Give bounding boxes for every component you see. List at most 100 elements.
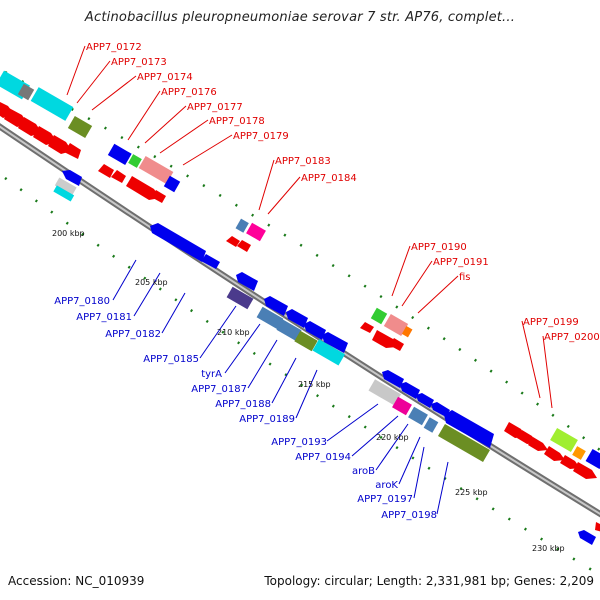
gene-arrow[interactable] (264, 296, 288, 316)
gene-block[interactable] (276, 319, 302, 341)
gene-label[interactable]: APP7_0178 (209, 116, 265, 127)
gene-label[interactable]: APP7_0182 (105, 329, 161, 340)
gene-label[interactable]: APP7_0191 (433, 257, 489, 268)
gene-arrow[interactable] (18, 117, 42, 136)
gene-label[interactable]: APP7_0181 (76, 312, 132, 323)
gene-arrow[interactable] (544, 446, 565, 461)
gene-block[interactable] (246, 222, 266, 242)
gene-block[interactable] (392, 396, 412, 416)
gene-label[interactable]: aroK (375, 480, 398, 491)
gene-arrow[interactable] (62, 170, 82, 186)
gene-label[interactable]: aroB (352, 466, 375, 477)
gene-block[interactable] (128, 154, 142, 168)
gene-arrow[interactable] (528, 437, 548, 451)
tick-track-outer (4, 70, 600, 452)
gene-block[interactable] (163, 175, 181, 193)
gene-label[interactable]: APP7_0174 (137, 72, 193, 83)
gene-block[interactable] (138, 155, 174, 185)
gene-block[interactable] (370, 307, 388, 325)
gene-block[interactable] (423, 417, 439, 433)
gene-block[interactable] (30, 87, 74, 121)
gene-arrow[interactable] (444, 410, 494, 448)
gene-arrow[interactable] (286, 309, 308, 328)
gene-block[interactable] (67, 115, 93, 139)
gene-block[interactable] (235, 218, 249, 233)
gene-block[interactable] (383, 313, 409, 337)
tick-label: 205 kbp (135, 278, 168, 287)
gene-arrow[interactable] (33, 126, 57, 145)
gene-label[interactable]: fis (459, 272, 471, 283)
gene-block[interactable] (312, 339, 345, 366)
gene-arrow[interactable] (236, 272, 258, 291)
gene-arrow[interactable] (560, 455, 580, 469)
gene-block[interactable] (550, 427, 578, 453)
gene-arrow[interactable] (201, 254, 220, 269)
gene-label[interactable]: APP7_0199 (523, 317, 579, 328)
forward-gene-labels: APP7_0172 APP7_0173 APP7_0174 APP7_0176 … (86, 42, 600, 343)
genome-summary: Topology: circular; Length: 2,331,981 bp… (264, 574, 594, 588)
reverse-leader-lines (112, 259, 449, 515)
gene-arrow[interactable] (111, 170, 126, 183)
gene-label[interactable]: APP7_0197 (357, 494, 413, 505)
gene-block[interactable] (53, 185, 75, 202)
gene-arrow[interactable] (151, 190, 166, 203)
gene-label[interactable]: APP7_0172 (86, 42, 142, 53)
gene-arrow[interactable] (578, 530, 596, 545)
gene-arrow[interactable] (389, 338, 404, 351)
tick-label: 230 kbp (532, 544, 565, 553)
gene-arrow[interactable] (431, 402, 450, 417)
gene-arrow[interactable] (595, 522, 600, 532)
gene-arrow[interactable] (98, 164, 114, 178)
gene-arrow[interactable] (226, 236, 240, 247)
reverse-features (53, 170, 600, 545)
gene-arrow[interactable] (360, 322, 374, 333)
gene-arrow[interactable] (304, 321, 326, 340)
gene-label[interactable]: APP7_0188 (215, 399, 271, 410)
gene-arrow[interactable] (573, 462, 597, 479)
tick-track-inner (4, 176, 600, 577)
gene-label[interactable]: APP7_0194 (295, 452, 351, 463)
tick-label: 210 kbp (217, 328, 250, 337)
gene-label[interactable]: APP7_0183 (275, 156, 331, 167)
gene-label[interactable]: APP7_0177 (187, 102, 243, 113)
gene-label[interactable]: APP7_0198 (381, 510, 437, 521)
reverse-gene-labels: APP7_0180 APP7_0181 APP7_0182 APP7_0185 … (54, 296, 437, 521)
gene-arrow[interactable] (126, 176, 160, 200)
gene-label[interactable]: APP7_0190 (411, 242, 467, 253)
gene-arrow[interactable] (382, 370, 404, 388)
gene-block[interactable] (17, 83, 35, 101)
gene-block[interactable] (294, 330, 318, 352)
gene-arrow[interactable] (322, 332, 348, 353)
gene-arrow[interactable] (416, 393, 434, 408)
gene-block[interactable] (585, 448, 600, 470)
tick-label: 215 kbp (298, 380, 331, 389)
gene-label[interactable]: APP7_0176 (161, 87, 217, 98)
gene-label[interactable]: APP7_0193 (271, 437, 327, 448)
map-title: Actinobacillus pleuropneumoniae serovar … (84, 10, 516, 25)
gene-label[interactable]: APP7_0184 (301, 173, 357, 184)
gene-label[interactable]: APP7_0189 (239, 414, 295, 425)
gene-label[interactable]: APP7_0179 (233, 131, 289, 142)
gene-block[interactable] (54, 177, 77, 196)
gene-label[interactable]: tyrA (201, 369, 222, 380)
gene-block[interactable] (401, 326, 413, 338)
gene-block[interactable] (368, 379, 401, 406)
gene-block[interactable] (437, 423, 491, 463)
gene-arrow[interactable] (237, 240, 251, 252)
gene-label[interactable]: APP7_0173 (111, 57, 167, 68)
gene-label[interactable]: APP7_0187 (191, 384, 247, 395)
tick-label: 220 kbp (376, 433, 409, 442)
gene-block[interactable] (408, 406, 428, 426)
gene-label[interactable]: APP7_0185 (143, 354, 199, 365)
gene-block[interactable] (572, 446, 586, 460)
forward-arrows (0, 102, 597, 479)
gene-block[interactable] (107, 143, 132, 166)
gene-block[interactable] (256, 306, 284, 330)
gene-block[interactable] (226, 286, 254, 310)
gene-label[interactable]: APP7_0180 (54, 296, 110, 307)
gene-arrow[interactable] (64, 143, 81, 159)
gene-arrow[interactable] (150, 223, 206, 262)
gene-arrow[interactable] (400, 382, 420, 399)
gene-label[interactable]: APP7_0200 (544, 332, 600, 343)
